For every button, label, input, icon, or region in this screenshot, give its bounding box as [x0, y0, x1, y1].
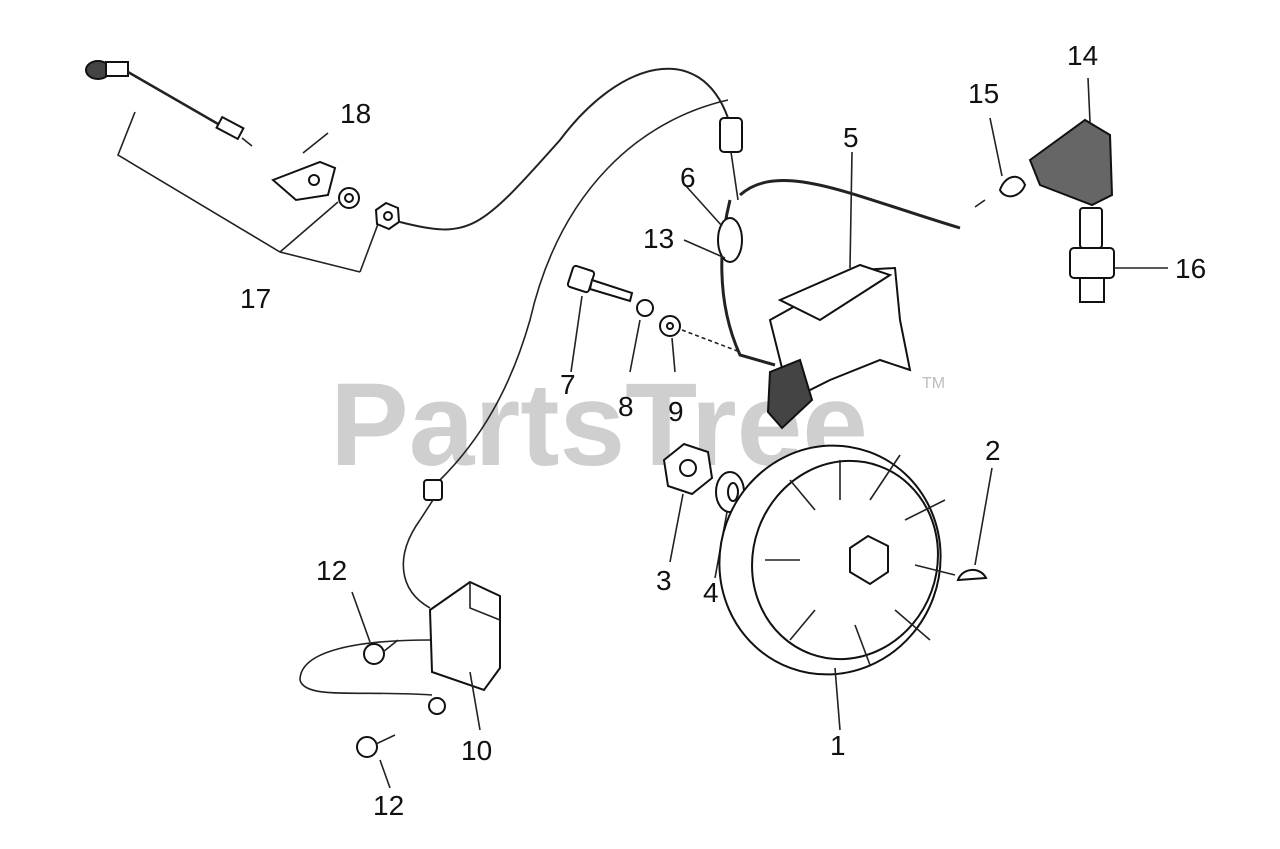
label-5: 5	[843, 122, 859, 153]
label-13: 13	[643, 223, 674, 254]
label-6: 6	[680, 162, 696, 193]
spark-plug	[1069, 207, 1168, 303]
woodruff-key-2	[956, 467, 993, 582]
label-17: 17	[240, 283, 271, 314]
spark-plug-boot	[1028, 77, 1114, 207]
label-7: 7	[560, 369, 576, 400]
washer-17	[338, 187, 360, 209]
terminal-spring	[974, 117, 1027, 208]
label-2: 2	[985, 435, 1001, 466]
label-3: 3	[656, 565, 672, 596]
washer-9	[659, 315, 741, 373]
label-15: 15	[968, 78, 999, 109]
label-8: 8	[618, 391, 634, 422]
screw-12-top	[351, 591, 399, 665]
module-connector	[402, 479, 443, 609]
label-14: 14	[1067, 40, 1098, 71]
ignition-module	[299, 580, 501, 731]
leader-13	[683, 239, 726, 259]
label-4: 4	[703, 577, 719, 608]
bolt-7	[566, 264, 634, 373]
stop-plate	[271, 132, 337, 202]
stop-switch-wire	[85, 60, 253, 147]
label-18: 18	[340, 98, 371, 129]
wire-connector	[719, 117, 743, 153]
label-9: 9	[668, 396, 684, 427]
leader-lines-17	[117, 111, 379, 273]
label-12-bottom: 12	[373, 790, 404, 821]
label-12-top: 12	[316, 555, 347, 586]
label-16: 16	[1175, 253, 1206, 284]
flywheel	[718, 444, 956, 731]
watermark-tm: TM	[922, 375, 945, 392]
leader-6	[685, 185, 723, 227]
nut-3	[662, 442, 714, 563]
label-1: 1	[830, 730, 846, 761]
label-10: 10	[461, 735, 492, 766]
washer-8	[629, 299, 654, 373]
nut-17	[374, 201, 401, 231]
ignition-coil	[717, 151, 961, 430]
screw-12-bottom	[356, 697, 446, 789]
